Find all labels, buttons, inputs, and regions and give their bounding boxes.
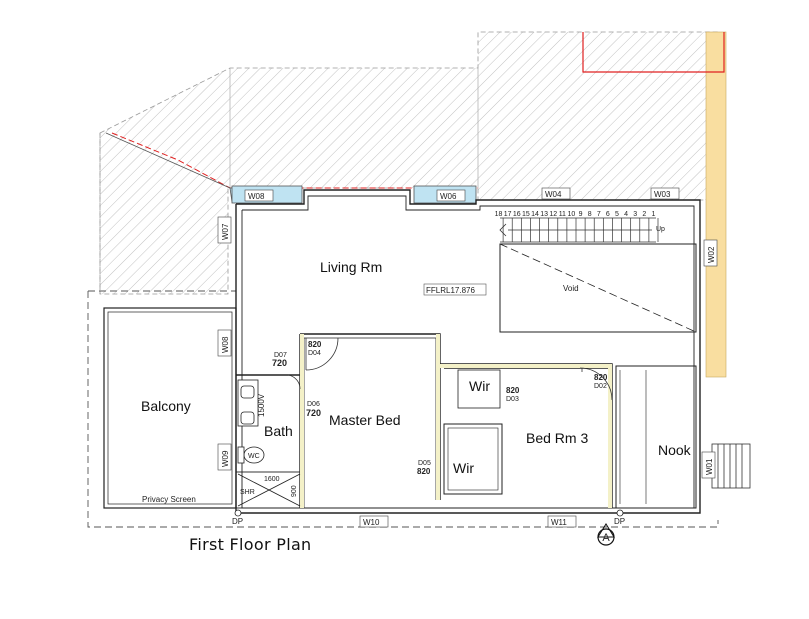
wc-note: WC bbox=[248, 453, 260, 460]
window-w02: W02 bbox=[707, 246, 716, 263]
plan-notes: FFLRL17.876 Privacy Screen SHR Up 1600 9… bbox=[142, 226, 665, 504]
vanity-note: 1500V bbox=[257, 393, 266, 417]
stair-number: 11 bbox=[559, 211, 566, 218]
section-marker-label: A bbox=[602, 532, 610, 544]
door-d04-width: 820 bbox=[308, 340, 322, 349]
door-d06-width: 720 bbox=[306, 408, 321, 418]
stair-number: 13 bbox=[540, 211, 548, 218]
stair-number: 8 bbox=[588, 211, 592, 218]
shower-depth: 900 bbox=[291, 485, 298, 497]
roof-hatch-areas bbox=[99, 31, 721, 295]
window-w09: W09 bbox=[221, 450, 230, 467]
stair-number: 14 bbox=[531, 211, 539, 218]
room-master: Master Bed bbox=[329, 412, 401, 428]
stair-number: 17 bbox=[504, 211, 512, 218]
downpipe-left: DP bbox=[232, 517, 243, 526]
door-swings bbox=[287, 337, 613, 401]
door-d07-width: 720 bbox=[272, 358, 287, 368]
door-d06: D06 bbox=[307, 401, 320, 408]
stair-number: 1 bbox=[651, 211, 655, 218]
door-d07: D07 bbox=[274, 352, 287, 359]
window-w07: W07 bbox=[221, 223, 230, 240]
stair-number: 5 bbox=[615, 211, 619, 218]
red-boundary-lines bbox=[111, 32, 725, 189]
section-marker: A bbox=[597, 523, 615, 546]
window-tags: W08 W06 W04 W03 W07 W02 W08 W09 W10 W11 … bbox=[217, 187, 718, 528]
window-w11: W11 bbox=[551, 518, 567, 527]
window-w08-side: W08 bbox=[221, 336, 230, 353]
door-d05-width: 820 bbox=[417, 467, 431, 476]
stair-number: 9 bbox=[579, 211, 583, 218]
stair-number: 2 bbox=[642, 211, 646, 218]
stair-number: 16 bbox=[513, 211, 521, 218]
stair-number: 6 bbox=[606, 211, 610, 218]
stair-up-note: Up bbox=[656, 226, 665, 233]
window-w06: W06 bbox=[440, 192, 457, 201]
room-void: Void bbox=[563, 284, 579, 293]
door-d05: D05 bbox=[418, 460, 431, 467]
door-d03-width: 820 bbox=[506, 386, 520, 395]
door-d02-width: 820 bbox=[594, 373, 608, 382]
window-w10: W10 bbox=[363, 518, 380, 527]
void-and-stairs bbox=[499, 217, 697, 333]
room-wir-1: Wir bbox=[469, 378, 490, 394]
eave-outline bbox=[87, 290, 719, 528]
room-nook: Nook bbox=[658, 442, 692, 458]
window-w04: W04 bbox=[545, 190, 562, 199]
room-wir-2: Wir bbox=[453, 460, 474, 476]
timber-strip bbox=[705, 31, 727, 378]
window-w01: W01 bbox=[705, 458, 714, 475]
window-w03: W03 bbox=[654, 190, 671, 199]
stair-number: 10 bbox=[568, 211, 576, 218]
room-balcony: Balcony bbox=[141, 398, 191, 414]
stair-number: 3 bbox=[633, 211, 637, 218]
door-d02: D02 bbox=[594, 383, 607, 390]
room-living: Living Rm bbox=[320, 259, 382, 275]
downpipe-tags: DP DP bbox=[232, 509, 625, 526]
downpipe-right: DP bbox=[614, 517, 625, 526]
bath-fixtures bbox=[237, 379, 301, 507]
wall-fill bbox=[300, 334, 612, 508]
level-note: FFLRL17.876 bbox=[426, 286, 475, 295]
door-d04: D04 bbox=[308, 350, 321, 357]
stair-number: 12 bbox=[549, 211, 557, 218]
shower-width: 1600 bbox=[264, 476, 280, 483]
door-d03: D03 bbox=[506, 396, 519, 403]
door-tags: 820 D04 D07 720 D06 720 820 D03 820 D02 … bbox=[272, 340, 608, 476]
plan-title: First Floor Plan bbox=[189, 535, 312, 554]
stair-number: 4 bbox=[624, 211, 628, 218]
stair-number: 15 bbox=[522, 211, 530, 218]
stair-number: 7 bbox=[597, 211, 601, 218]
room-bed3: Bed Rm 3 bbox=[526, 430, 588, 446]
privacy-screen-note: Privacy Screen bbox=[142, 495, 196, 504]
external-steps bbox=[711, 443, 751, 489]
room-labels: Living Rm Balcony Bath Master Bed Wir Wi… bbox=[141, 259, 692, 476]
room-bath: Bath bbox=[264, 423, 293, 439]
window-w08-top: W08 bbox=[248, 192, 265, 201]
shower-note: SHR bbox=[240, 489, 255, 496]
stair-number: 18 bbox=[495, 211, 503, 218]
